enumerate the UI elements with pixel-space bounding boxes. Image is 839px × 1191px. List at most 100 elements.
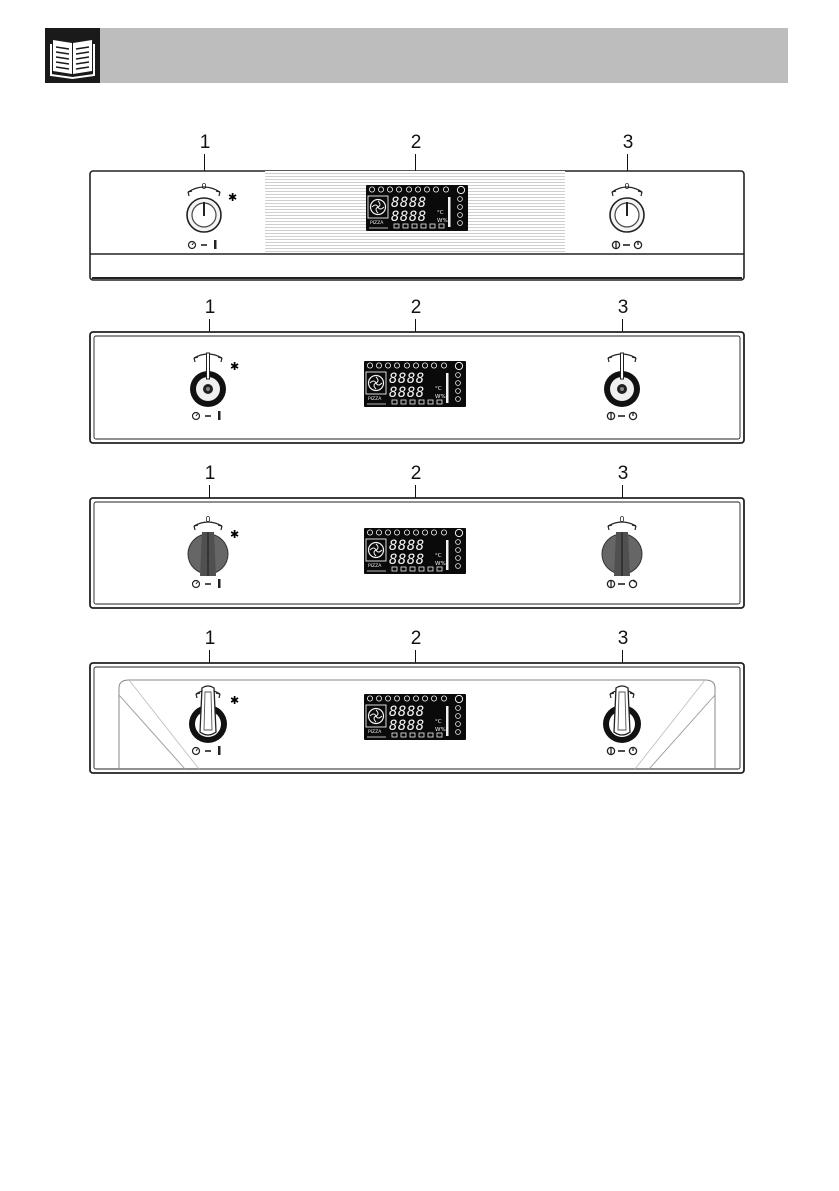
lcd-top-icon — [404, 529, 411, 536]
lcd-top-icon — [384, 695, 391, 702]
callout-3: 3 — [622, 132, 634, 153]
lcd-unit-celsius: °C — [435, 553, 442, 559]
svg-text:0: 0 — [625, 182, 630, 191]
selector-knob-right[interactable] — [583, 344, 663, 430]
lcd-level-bar — [446, 373, 449, 403]
lcd-top-icon — [375, 362, 382, 369]
lcd-top-icon — [431, 695, 438, 702]
callout-3: 3 — [617, 463, 629, 484]
lcd-fan-blades — [369, 543, 383, 557]
open-book-icon — [45, 28, 100, 83]
section-header-bar — [45, 28, 788, 83]
lcd-digit-readout: 8888 — [389, 552, 425, 568]
lcd-side-icon — [455, 729, 461, 735]
lcd-fan-icon — [369, 198, 387, 216]
selector-knob-right[interactable]: 0 — [588, 178, 668, 264]
lcd-level-bar — [446, 540, 449, 570]
lcd-bottom-icon — [391, 399, 398, 405]
lcd-top-icon — [375, 529, 382, 536]
lcd-top-icon — [431, 529, 438, 536]
lcd-unit-watt: W% — [435, 561, 446, 567]
lcd-bottom-icon — [418, 399, 425, 405]
lcd-bottom-icon — [411, 223, 418, 229]
svg-text:✱: ✱ — [228, 191, 237, 204]
lcd-top-icon — [377, 186, 384, 193]
lcd-digit-readout: 8888 — [389, 704, 425, 720]
lcd-side-icon — [457, 212, 463, 218]
svg-text:✱: ✱ — [230, 694, 239, 707]
lcd-bottom-icon — [391, 566, 398, 572]
callout-3: 3 — [617, 297, 629, 318]
lcd-top-icon — [424, 186, 431, 193]
selector-knob-left[interactable]: ✱ — [170, 678, 250, 764]
lcd-bottom-icon — [402, 223, 409, 229]
lcd-top-icon — [404, 695, 411, 702]
callout-2: 2 — [410, 132, 422, 153]
lcd-fan-blades — [369, 376, 383, 390]
lcd-bottom-icon — [420, 223, 427, 229]
svg-text:✱: ✱ — [230, 528, 239, 541]
lcd-unit-celsius: °C — [435, 719, 442, 725]
lcd-top-icon — [384, 529, 391, 536]
lcd-digit-readout: 8888 — [389, 385, 425, 401]
lcd-digit-readout: 8888 — [391, 209, 427, 225]
lcd-fan-icon — [367, 707, 385, 725]
svg-text:0: 0 — [202, 182, 207, 191]
lcd-unit-celsius: °C — [437, 210, 444, 216]
selector-knob-left[interactable]: 0 ✱ — [170, 512, 250, 598]
lcd-fan-blades — [369, 709, 383, 723]
lcd-fan-top-icon — [454, 361, 464, 371]
lcd-top-icon — [393, 695, 400, 702]
callout-1: 1 — [204, 463, 216, 484]
lcd-oven-frame-icon — [365, 704, 387, 728]
lcd-fan-icon — [367, 374, 385, 392]
lcd-top-icon — [413, 695, 420, 702]
lcd-bottom-icon — [400, 732, 407, 738]
lcd-top-icon — [393, 529, 400, 536]
lcd-side-icon — [455, 721, 461, 727]
selector-knob-right[interactable]: 0 — [583, 512, 663, 598]
lcd-pizza-label: PIZZA — [368, 563, 382, 569]
lcd-level-bar — [446, 706, 449, 736]
lcd-oven-frame-icon — [365, 538, 387, 562]
lcd-side-icon — [455, 547, 461, 553]
lcd-pizza-label: PIZZA — [368, 729, 382, 735]
selector-knob-left[interactable]: ✱ — [170, 344, 250, 430]
svg-text:0: 0 — [206, 515, 211, 524]
lcd-fan-top-icon — [456, 185, 466, 195]
lcd-bottom-icon — [429, 223, 436, 229]
lcd-bottom-icon — [393, 223, 400, 229]
lcd-top-icon — [441, 529, 448, 536]
callout-1: 1 — [204, 628, 216, 649]
callout-1: 1 — [204, 297, 216, 318]
lcd-side-icon — [455, 713, 461, 719]
lcd-side-icon — [455, 563, 461, 569]
selector-knob-left[interactable]: 0 ✱ — [166, 178, 246, 264]
selector-knob-right[interactable] — [583, 678, 663, 764]
svg-text:0: 0 — [620, 515, 625, 524]
lcd-bottom-icon — [409, 566, 416, 572]
lcd-unit-watt: W% — [435, 394, 446, 400]
lcd-oven-frame-icon — [365, 371, 387, 395]
lcd-digit-readout: 8888 — [389, 718, 425, 734]
lcd-side-icon — [455, 555, 461, 561]
lcd-top-icon — [422, 529, 429, 536]
callout-1: 1 — [199, 132, 211, 153]
lcd-bottom-icon — [436, 399, 443, 405]
lcd-top-icon — [406, 186, 413, 193]
lcd-bottom-icon — [438, 223, 445, 229]
lcd-top-icon — [413, 362, 420, 369]
svg-text:✱: ✱ — [230, 360, 239, 373]
lcd-digit-readout: 8888 — [391, 195, 427, 211]
lcd-bottom-icon — [400, 566, 407, 572]
callout-2: 2 — [410, 463, 422, 484]
lcd-side-icon — [455, 539, 461, 545]
lcd-bottom-icon — [427, 732, 434, 738]
lcd-top-icon — [443, 186, 450, 193]
lcd-bottom-icon — [436, 732, 443, 738]
leader-line-3 — [627, 154, 629, 184]
lcd-top-icon — [393, 362, 400, 369]
lcd-top-icon — [441, 695, 448, 702]
